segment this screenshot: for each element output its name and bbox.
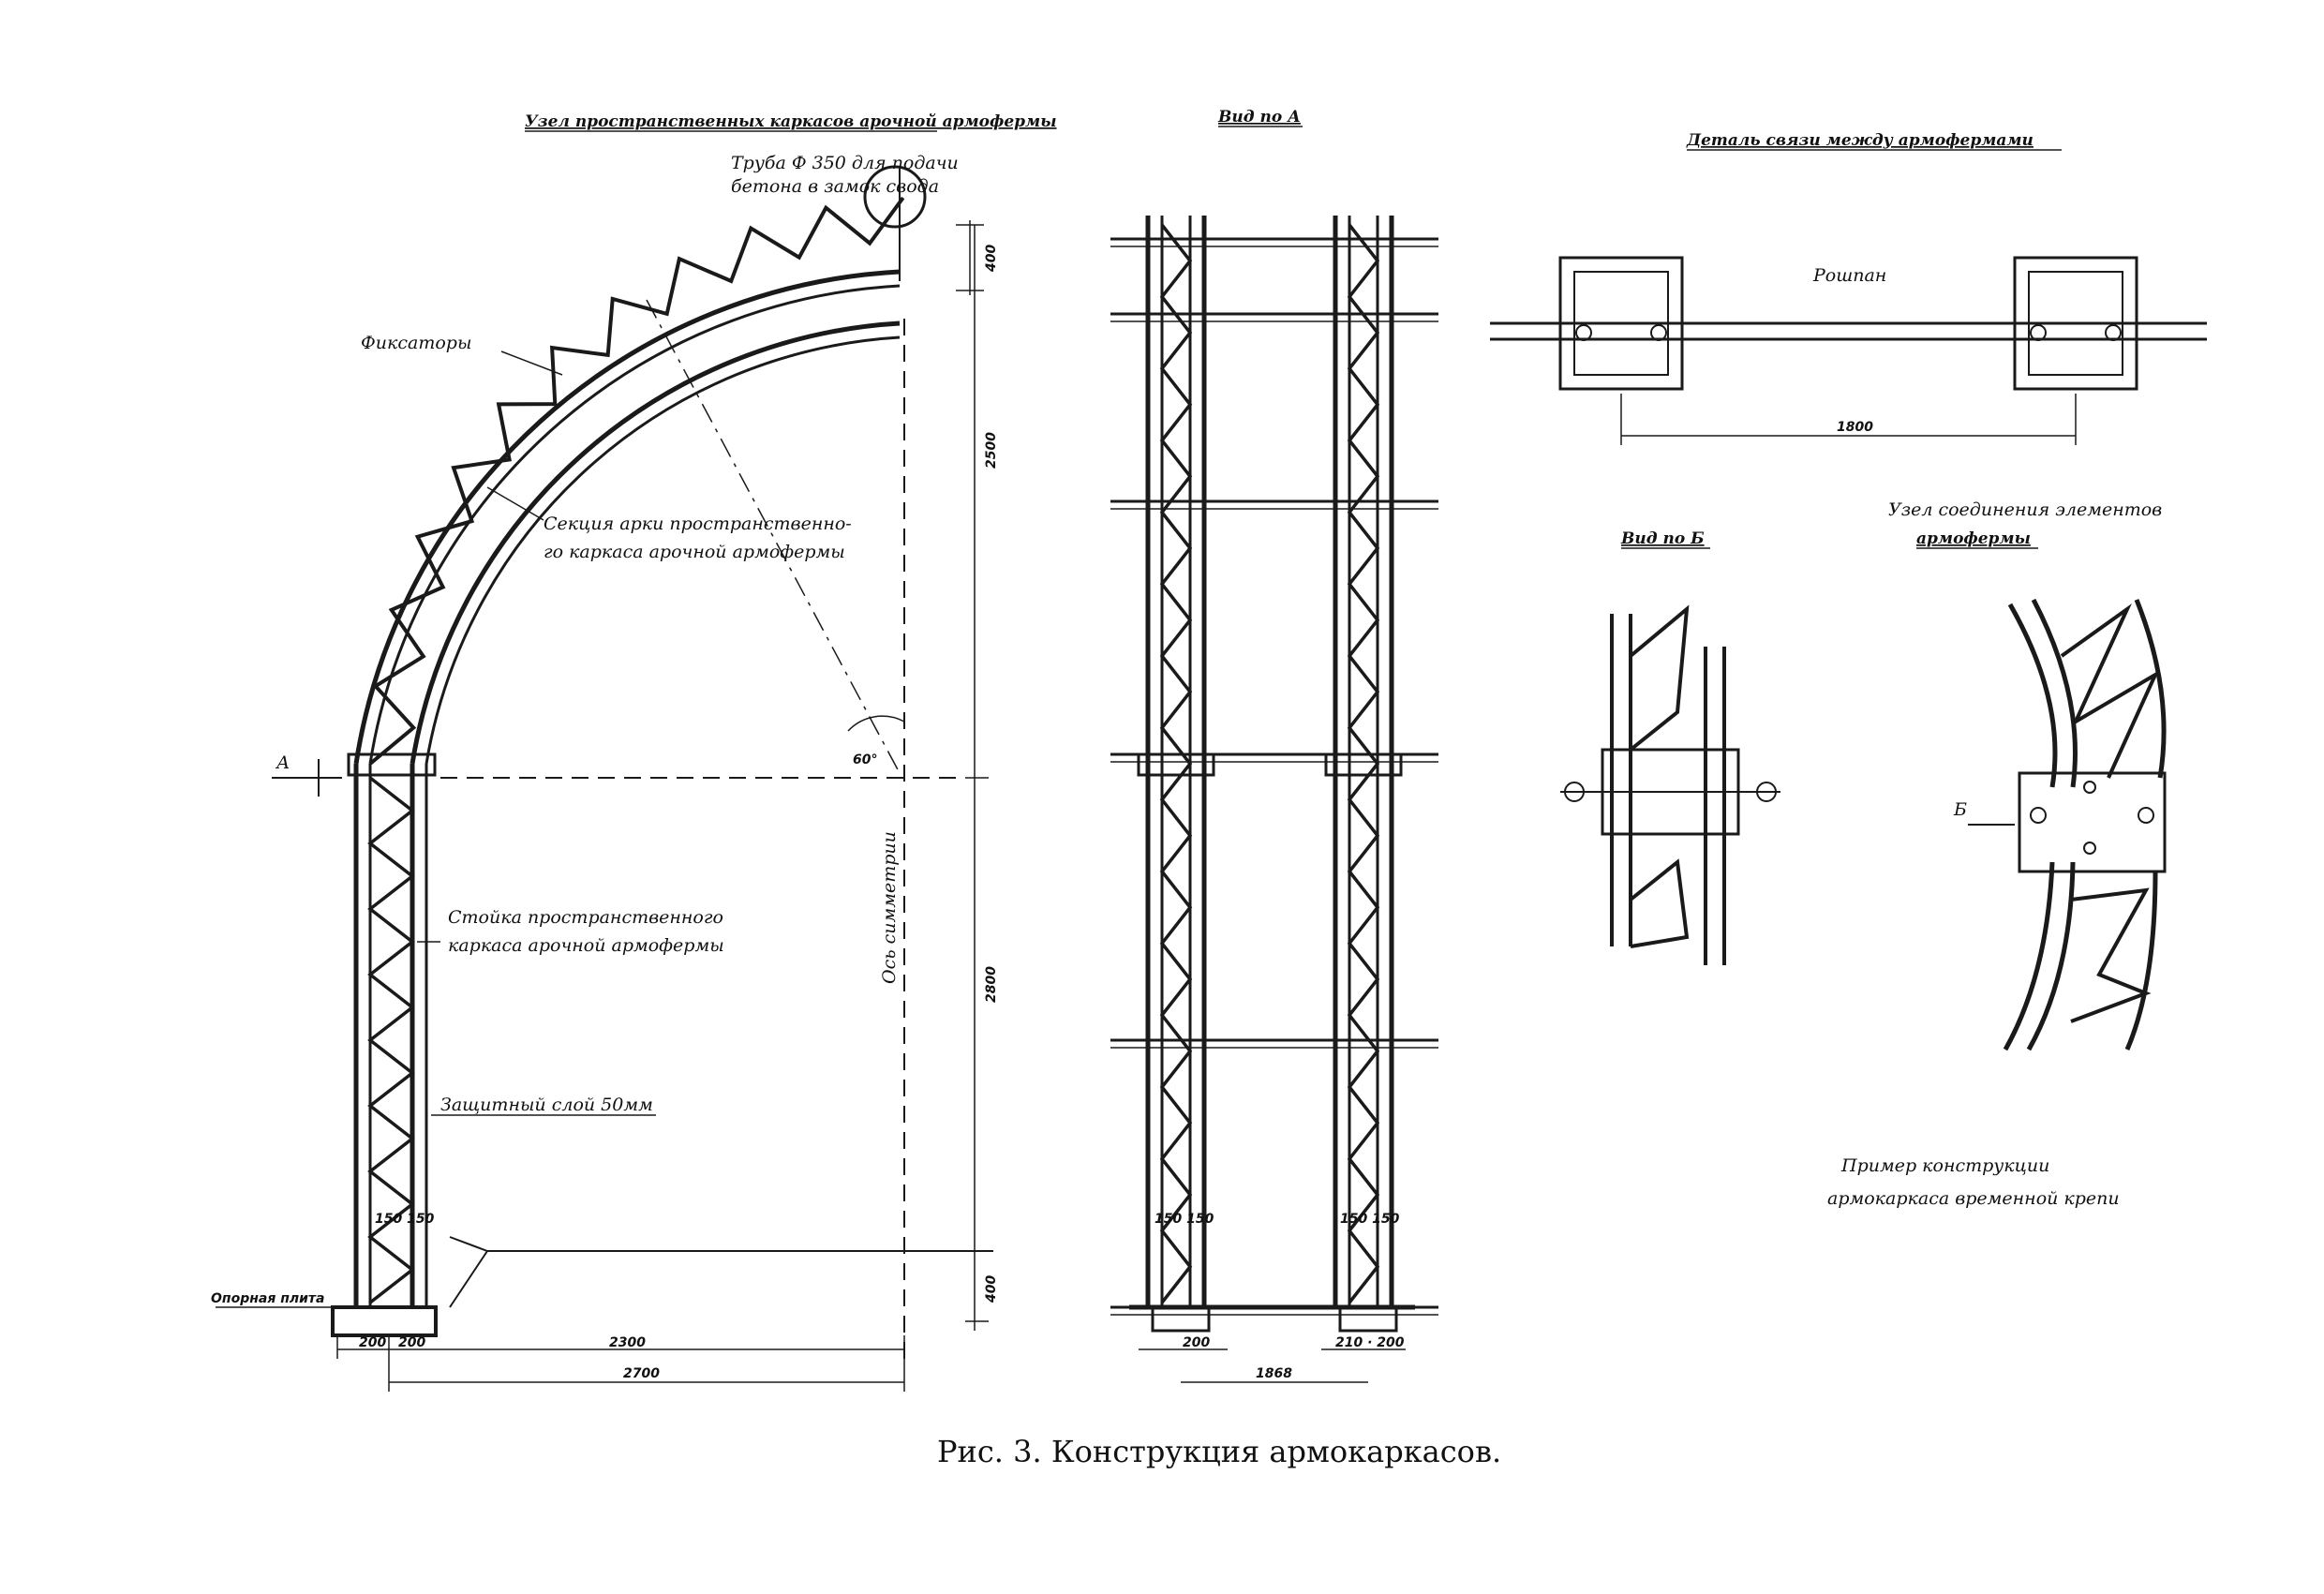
example-line1: Пример конструкции xyxy=(1840,1155,2049,1176)
arch-frame-drawing xyxy=(216,130,993,1392)
node-detail-drawing xyxy=(1916,547,2167,1051)
arch-section-label-line2: го каркаса арочной армофермы xyxy=(544,542,845,562)
angle-label: 60° xyxy=(853,752,877,767)
dim-150-left: 150 150 xyxy=(375,1212,435,1227)
cover-layer-label: Защитный слой 50мм xyxy=(440,1095,653,1115)
fixators-label: Фиксаторы xyxy=(361,333,471,353)
detail-title: Деталь связи между армофермами xyxy=(1686,131,2034,150)
arch-top-label-line2: Труба Ф 350 для подачи xyxy=(731,153,959,173)
arch-top-label-line3: бетона в замок свода xyxy=(731,176,939,197)
rod-label: Рошпан xyxy=(1812,265,1886,286)
figure-caption: Рис. 3. Конструкция армокаркасов. xyxy=(937,1434,1501,1469)
view-a-title: Вид по А xyxy=(1217,108,1301,127)
section-mark-b: Б xyxy=(1953,799,1967,820)
dim-200-left: 200 xyxy=(359,1335,386,1350)
dim-400-top: 400 xyxy=(984,245,999,273)
example-line2: армокаркаса временной крепи xyxy=(1827,1188,2120,1209)
symmetry-axis-label: Ось симметрии xyxy=(879,831,900,984)
dim-200-view-a: 200 xyxy=(1183,1335,1210,1350)
dim-1868: 1868 xyxy=(1256,1366,1292,1381)
base-plate-label: Опорная плита xyxy=(211,1291,325,1306)
arch-top-label-line1: Узел пространственных каркасов арочной а… xyxy=(525,112,1057,131)
dim-150-right: 150 150 xyxy=(1340,1212,1400,1227)
view-a-drawing xyxy=(1110,126,1438,1383)
arch-section-label-line1: Секция арки пространственно- xyxy=(544,514,852,534)
view-b-title: Вид по Б xyxy=(1620,529,1705,548)
dim-150-mid: 150 150 xyxy=(1155,1212,1214,1227)
dim-210-view-a: 210 · 200 xyxy=(1335,1335,1405,1350)
view-b-drawing xyxy=(1560,547,1780,965)
dim-2700: 2700 xyxy=(623,1366,660,1381)
link-detail-drawing xyxy=(1490,149,2207,445)
dim-2800-vertical: 2800 xyxy=(984,966,999,1003)
post-label-line2: каркаса арочной армофермы xyxy=(448,935,724,956)
dim-1800: 1800 xyxy=(1837,420,1873,435)
dim-2300: 2300 xyxy=(609,1335,646,1350)
post-label-line1: Стойка пространственного xyxy=(448,907,723,928)
node-title-line2: армофермы xyxy=(1916,529,2031,548)
node-title-line1: Узел соединения элементов xyxy=(1888,499,2162,520)
dim-200-right: 200 xyxy=(398,1335,425,1350)
dim-400-bottom: 400 xyxy=(984,1275,999,1304)
section-mark-a: А xyxy=(275,752,290,773)
dim-2500-vertical: 2500 xyxy=(984,432,999,469)
